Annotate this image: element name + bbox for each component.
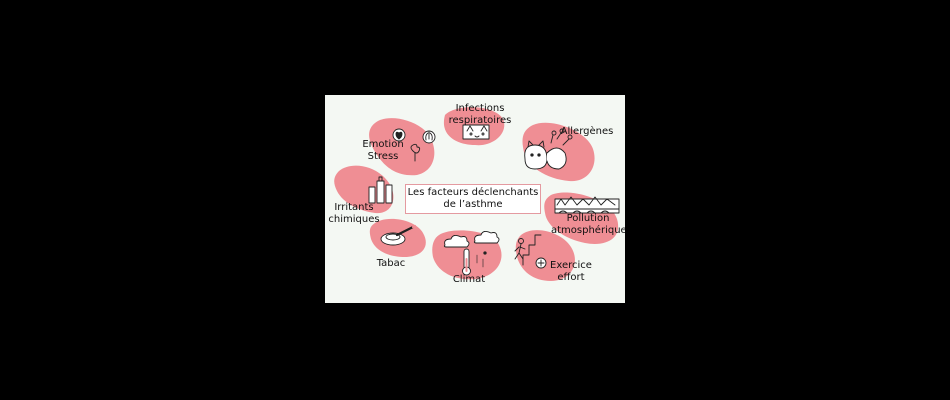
runner-stairs-icon bbox=[514, 234, 547, 269]
label-exercice: Exercice effort bbox=[543, 260, 599, 284]
blob-exercice bbox=[515, 230, 575, 281]
cigarette-ashtray-icon bbox=[380, 224, 417, 246]
heart-icon bbox=[392, 128, 406, 142]
label-pollution: Pollution atmosphérique bbox=[551, 213, 625, 237]
spray-bottles-icon bbox=[368, 176, 393, 204]
label-tabac-line-1: Tabac bbox=[376, 258, 406, 269]
label-emotion-line-2: Stress bbox=[367, 151, 399, 162]
label-climat: Climat bbox=[447, 274, 491, 286]
diagram-artwork bbox=[334, 107, 620, 281]
label-exercice-line-2: effort bbox=[557, 272, 585, 283]
label-infections-line-1: Infections bbox=[455, 103, 505, 114]
label-irritants: Irritants chimiques bbox=[327, 202, 381, 226]
label-infections-line-2: respiratoires bbox=[448, 115, 512, 126]
bridge-city-icon bbox=[554, 196, 620, 214]
label-exercice-line-1: Exercice bbox=[550, 260, 592, 271]
label-allergenes-line-1: Allergènes bbox=[560, 126, 614, 137]
cat-and-dog-icon bbox=[524, 128, 573, 170]
label-tabac: Tabac bbox=[371, 258, 411, 270]
lungs-icon bbox=[422, 130, 436, 144]
clouds-thermometer-icon bbox=[443, 230, 500, 276]
central-title-line-2: de l’asthme bbox=[443, 199, 503, 210]
central-title-line-1: Les facteurs déclenchants bbox=[407, 187, 539, 198]
label-pollution-line-2: atmosphérique bbox=[551, 225, 625, 236]
label-pollution-line-1: Pollution bbox=[566, 213, 610, 224]
label-irritants-line-2: chimiques bbox=[328, 214, 380, 225]
label-allergenes: Allergènes bbox=[557, 126, 617, 138]
cat-face-icon bbox=[462, 124, 490, 140]
flower-icon bbox=[410, 143, 421, 162]
label-emotion: Emotion Stress bbox=[355, 139, 411, 163]
label-climat-line-1: Climat bbox=[452, 274, 486, 285]
blob-emotion bbox=[369, 118, 435, 176]
label-irritants-line-1: Irritants bbox=[334, 202, 374, 213]
label-emotion-line-1: Emotion bbox=[362, 139, 404, 150]
diagram-panel: Les facteurs déclenchants de l’asthme In… bbox=[325, 95, 625, 303]
central-title-box: Les facteurs déclenchants de l’asthme bbox=[405, 184, 541, 214]
label-infections: Infections respiratoires bbox=[447, 103, 513, 127]
